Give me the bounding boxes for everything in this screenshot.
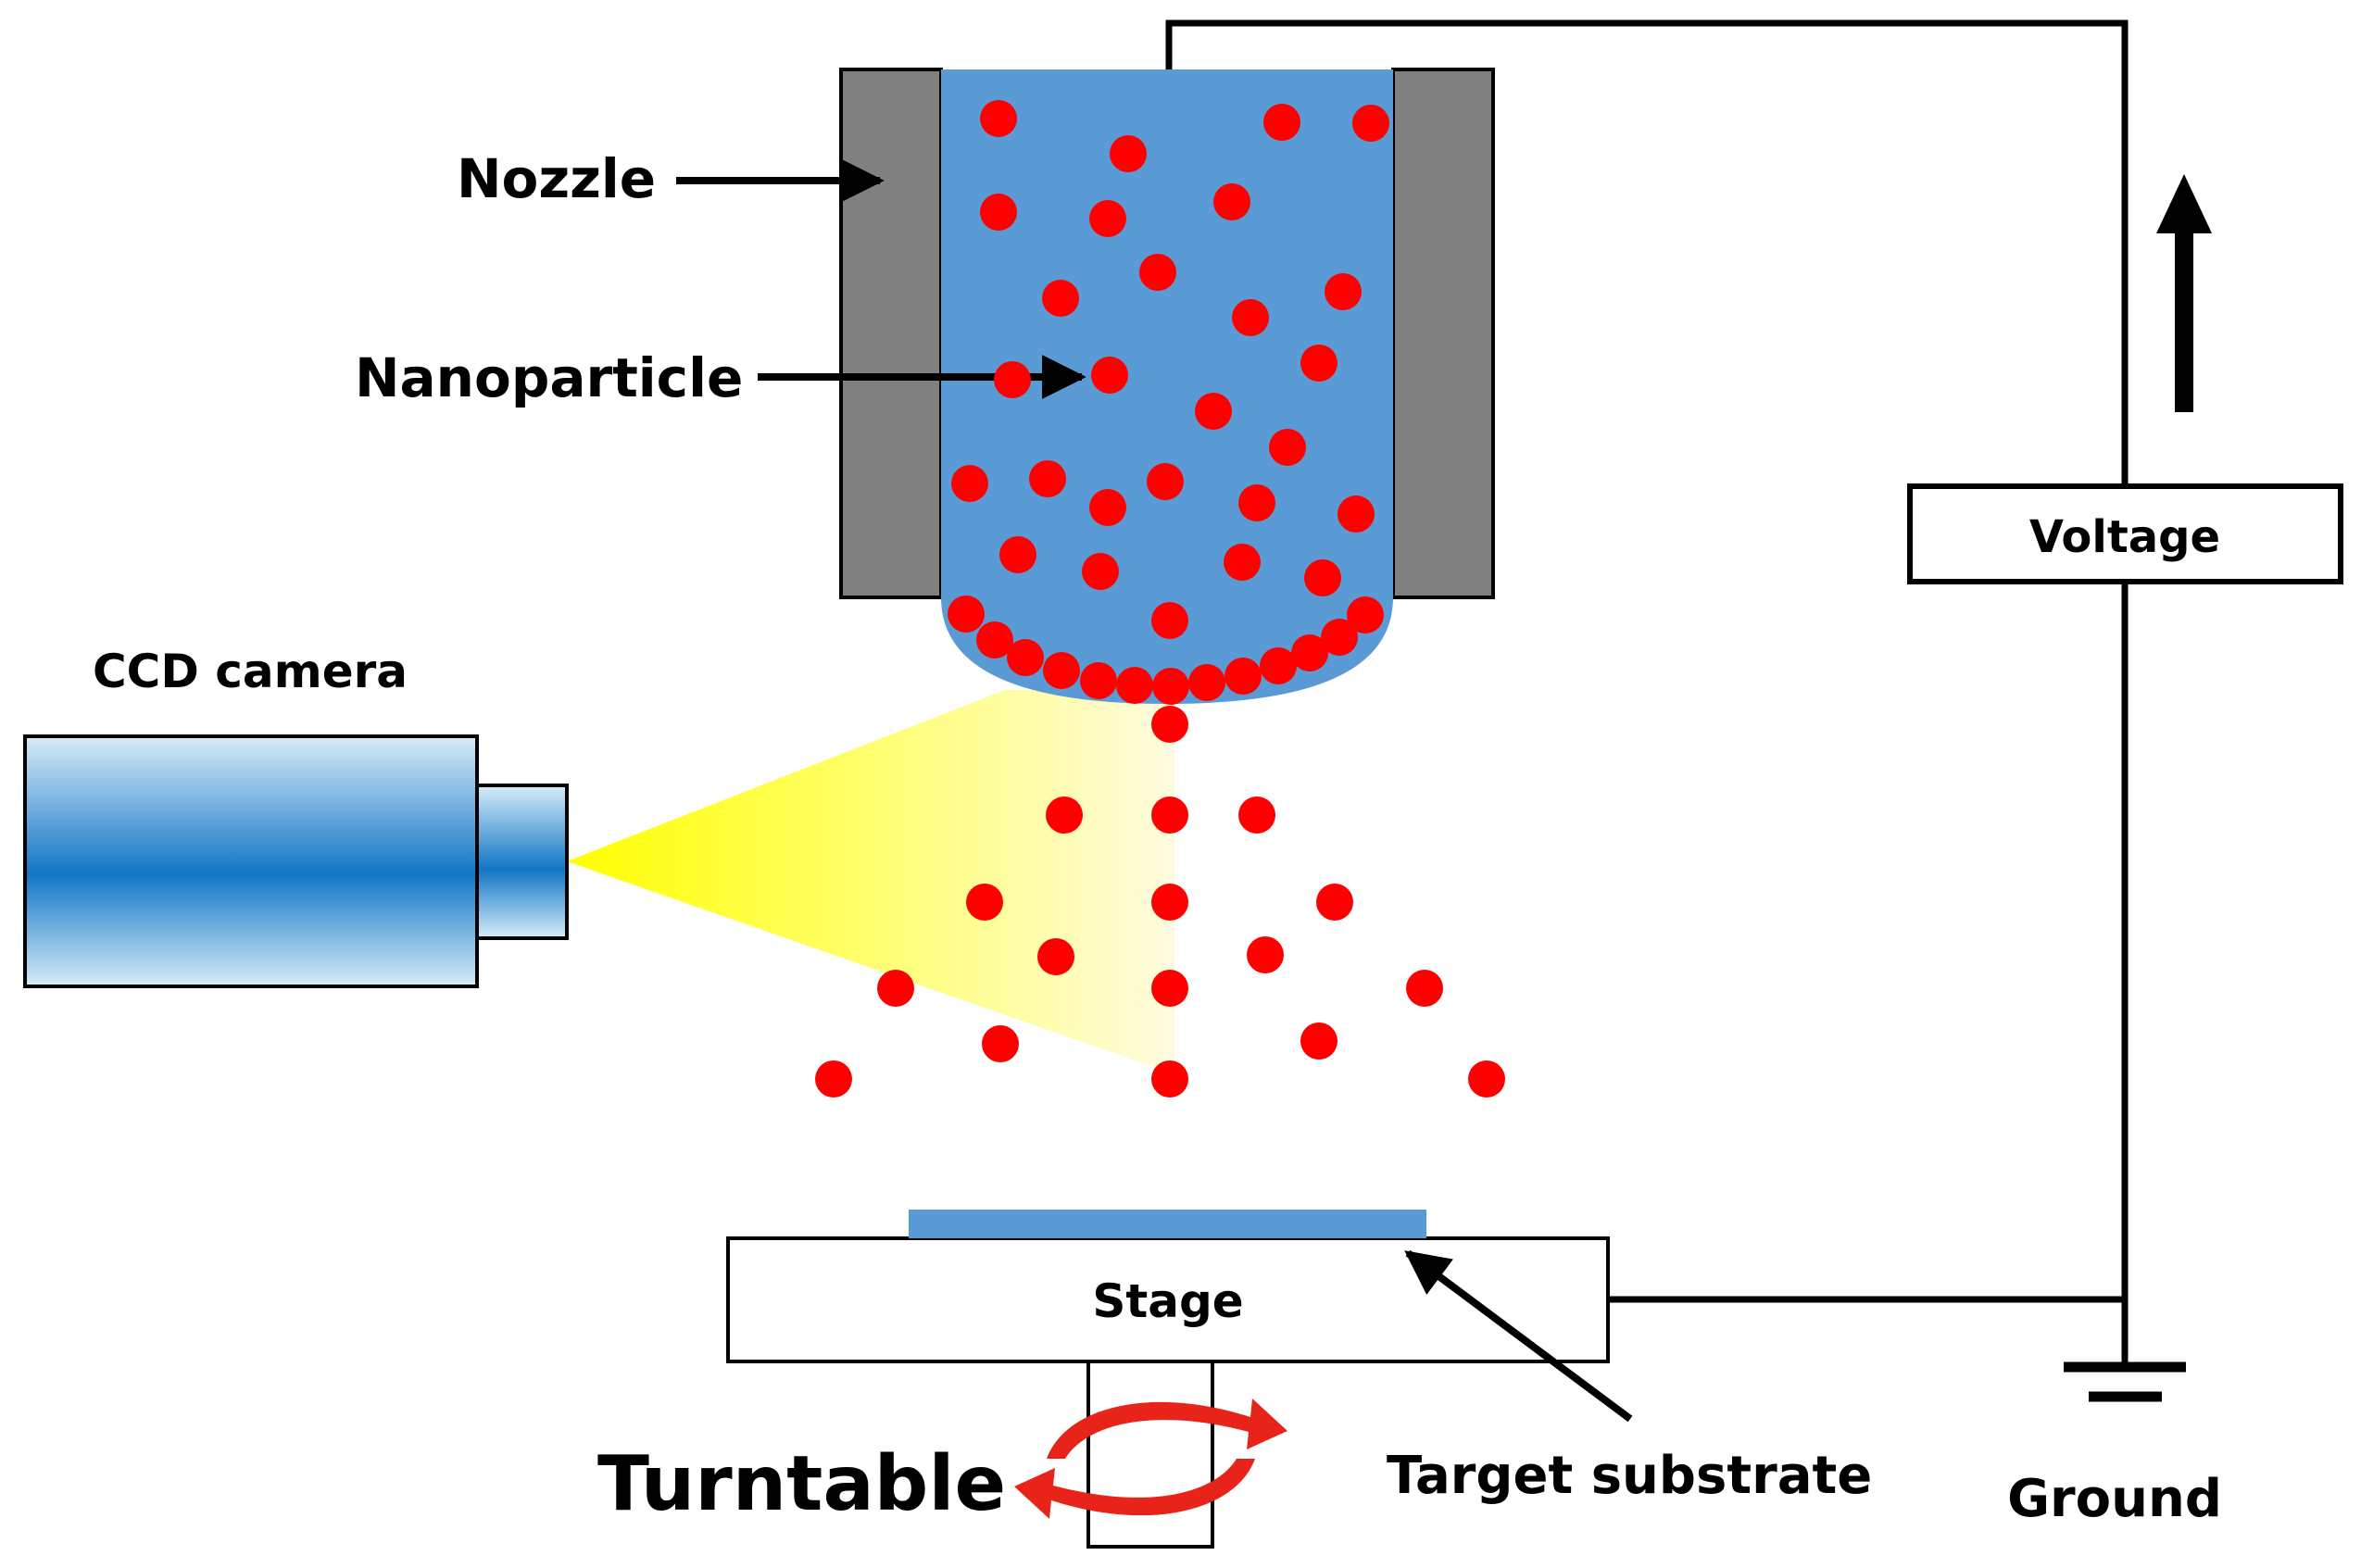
nanoparticle	[982, 1025, 1019, 1062]
ground-label: Ground	[2007, 1469, 2222, 1529]
nanoparticle	[815, 1060, 852, 1098]
nanoparticle	[999, 536, 1036, 573]
target-substrate-label: Target substrate	[1387, 1446, 1872, 1506]
nanoparticle	[948, 596, 985, 633]
ground-symbol-icon	[2064, 1361, 2186, 1402]
nanoparticle	[1238, 797, 1275, 834]
nanoparticle	[1325, 273, 1362, 310]
nanoparticle	[1147, 463, 1184, 500]
nanoparticle	[951, 465, 988, 502]
nanoparticle-label: Nanoparticle	[355, 346, 743, 409]
nanoparticle	[1195, 393, 1232, 430]
nanoparticle	[1151, 602, 1188, 639]
nanoparticle	[1151, 970, 1188, 1007]
nanoparticle	[1151, 797, 1188, 834]
nanoparticle	[1151, 1060, 1188, 1098]
nanoparticle	[1263, 104, 1300, 141]
nanoparticle	[1406, 970, 1443, 1007]
nanoparticle	[1232, 299, 1269, 336]
voltage-source	[1907, 483, 2343, 584]
nanoparticle	[1213, 183, 1250, 220]
target-substrate	[909, 1210, 1426, 1238]
nanoparticle	[980, 194, 1017, 231]
ccd-camera-body	[23, 734, 479, 988]
nanoparticle	[966, 884, 1003, 921]
rotation-arrows-icon	[1014, 1399, 1287, 1519]
nanoparticle	[1352, 105, 1389, 142]
nanoparticle	[1468, 1060, 1505, 1098]
nozzle-label: Nozzle	[457, 147, 656, 210]
nanoparticle	[1116, 667, 1153, 704]
camera-view-cone	[567, 690, 1174, 1074]
nanoparticle	[1042, 280, 1079, 317]
nozzle-wall-left	[839, 68, 943, 599]
nanoparticle	[1080, 662, 1117, 699]
nanoparticle	[1089, 489, 1126, 526]
nanoparticle	[1224, 658, 1262, 695]
nanoparticle	[1188, 664, 1225, 701]
nanoparticle	[1260, 647, 1297, 684]
nanoparticle	[1029, 460, 1066, 497]
substrate-pointer-arrow	[1404, 1249, 1633, 1423]
nanoparticle	[1043, 652, 1080, 689]
nanoparticle	[1304, 559, 1341, 596]
nanoparticle	[1046, 797, 1083, 834]
nanoparticle	[1224, 544, 1261, 581]
nanoparticle	[1269, 429, 1306, 466]
nanoparticle	[1238, 484, 1275, 521]
ccd-camera-label: CCD camera	[93, 645, 408, 698]
nanoparticle	[1007, 639, 1044, 676]
nanoparticle	[1347, 596, 1384, 633]
voltage-direction-arrow-icon	[2156, 174, 2212, 412]
nanoparticle	[1300, 345, 1337, 382]
nanoparticle	[1300, 1022, 1337, 1060]
stage-label: Stage	[1092, 1274, 1243, 1328]
nanoparticle	[994, 361, 1031, 398]
nanoparticle	[1152, 668, 1189, 705]
nanoparticle	[1337, 495, 1375, 533]
nanoparticle	[1316, 884, 1353, 921]
nanoparticle	[1139, 254, 1176, 291]
ccd-camera-lens	[475, 784, 569, 940]
nanoparticle	[1082, 553, 1119, 590]
turntable-shaft	[1086, 1360, 1214, 1549]
nanoparticle	[1151, 706, 1188, 743]
voltage-label: Voltage	[2029, 511, 2220, 563]
nanoparticle	[1291, 634, 1328, 671]
nanoparticle	[1321, 619, 1358, 656]
stage	[726, 1236, 1610, 1363]
nanoparticle	[980, 100, 1017, 137]
nanoparticle	[1247, 936, 1284, 973]
nanoparticle	[1110, 135, 1147, 172]
nozzle-liquid	[941, 69, 1393, 704]
nanoparticle	[877, 970, 914, 1007]
turntable-label: Turntable	[597, 1440, 1006, 1528]
nanoparticle	[1037, 938, 1074, 975]
nanoparticle	[1091, 357, 1128, 394]
nanoparticle	[976, 621, 1013, 659]
nozzle-wall-right	[1391, 68, 1495, 599]
nanoparticle	[1151, 884, 1188, 921]
nanoparticle	[1089, 200, 1126, 237]
nanoparticles	[815, 100, 1505, 1098]
circuit-wires	[1165, 19, 2129, 1366]
